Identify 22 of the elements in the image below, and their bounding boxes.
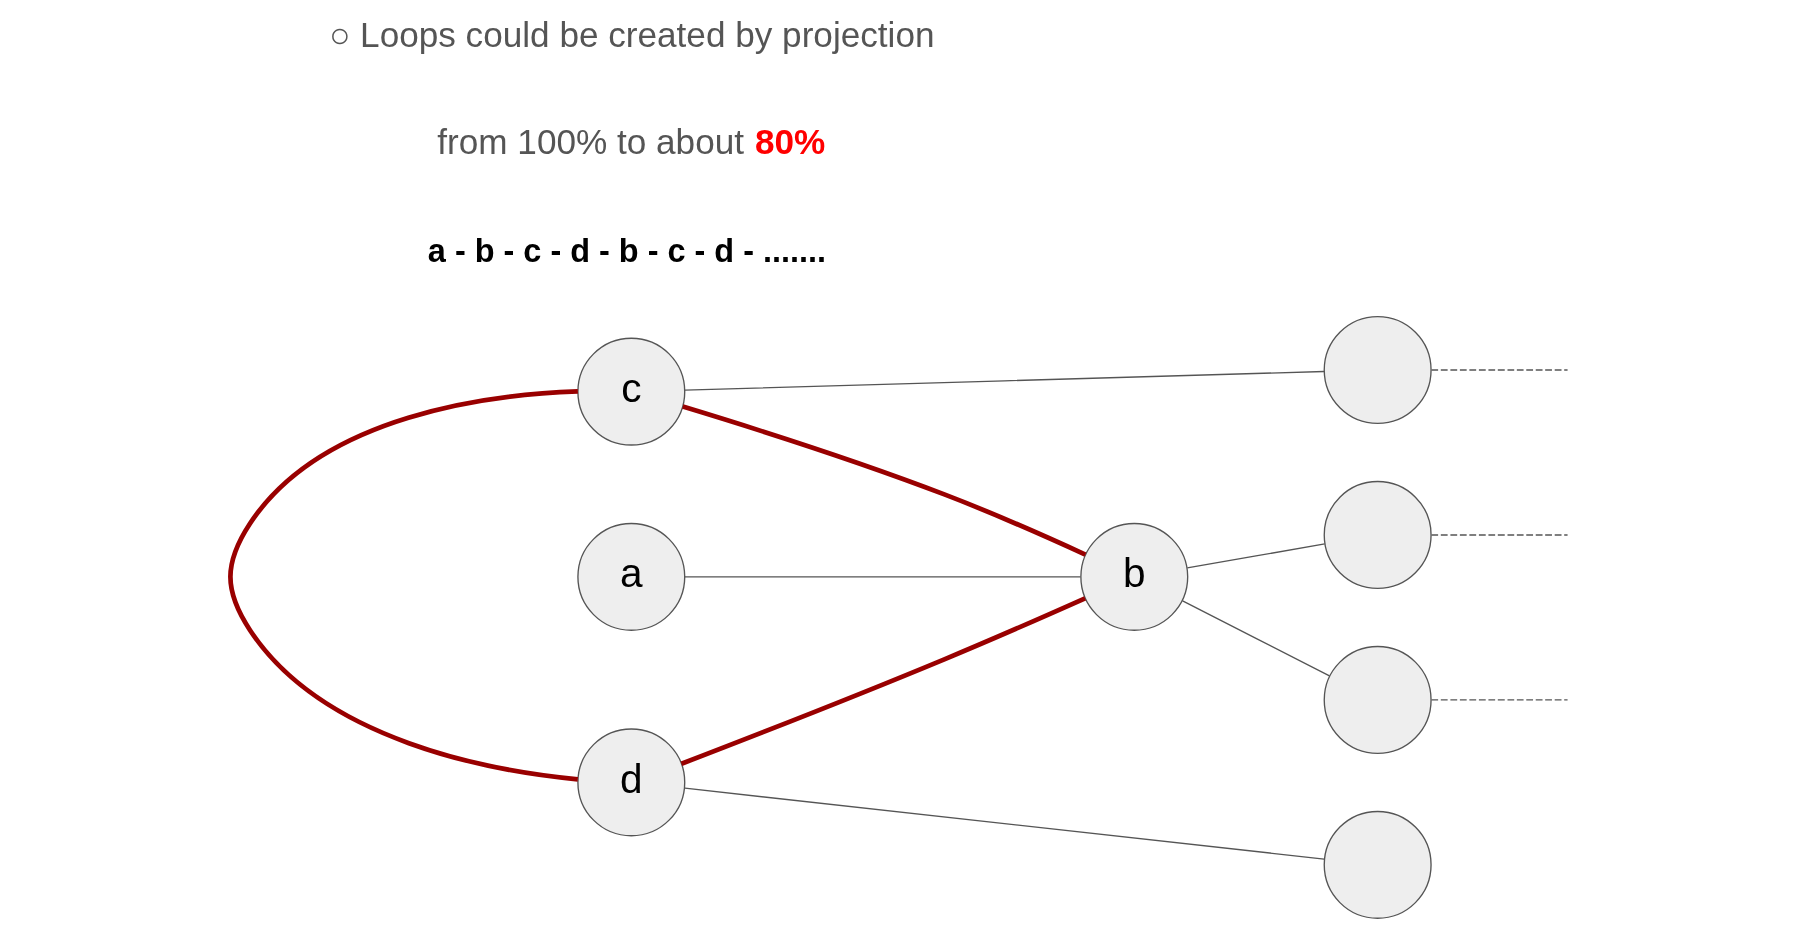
connector	[683, 576, 1081, 578]
connector	[1430, 699, 1568, 701]
node-circle: c	[576, 337, 685, 446]
connector	[1181, 600, 1330, 677]
connector	[681, 404, 1086, 557]
label: from 100% to about 80%	[436, 122, 825, 162]
label: a - b - c - d - b - c - d - .......	[427, 233, 826, 270]
connector	[1430, 534, 1568, 536]
connector	[683, 370, 1325, 391]
node-circle: b	[1079, 522, 1188, 631]
node-circle	[1323, 645, 1432, 754]
node-circle: d	[576, 728, 685, 837]
connector	[1430, 369, 1568, 371]
connector	[1186, 543, 1325, 569]
connector	[227, 389, 578, 782]
node-circle	[1323, 480, 1432, 590]
connector	[680, 596, 1086, 766]
node-circle: a	[576, 522, 685, 631]
label: ○ Loops could be created by projection	[328, 15, 934, 55]
node-circle	[1323, 810, 1432, 919]
connector	[683, 787, 1325, 860]
node-circle	[1323, 315, 1432, 425]
